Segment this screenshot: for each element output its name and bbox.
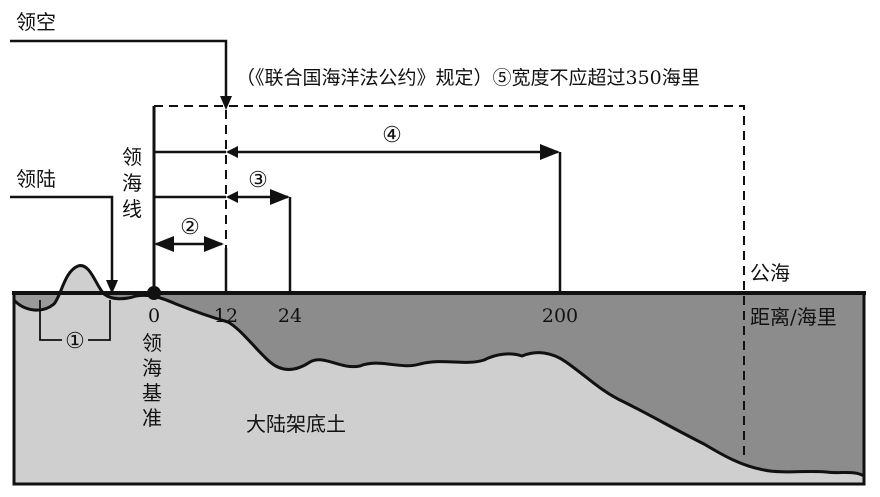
baseline-point (147, 286, 161, 300)
baseline-label-3: 基 (142, 381, 162, 405)
tick-0: 0 (148, 305, 160, 327)
shelf-subsoil-label: 大陆架底土 (246, 412, 346, 436)
zone-3-start-arrowhead (226, 191, 238, 203)
airspace-arrowhead (220, 96, 232, 110)
baseline-label-4: 准 (142, 406, 162, 430)
land-label: 领陆 (16, 167, 56, 191)
zone-2-label: ② (180, 215, 200, 240)
territorial-line-label-3: 线 (122, 197, 142, 221)
baseline-label-1: 领 (142, 331, 162, 355)
airspace-label: 领空 (16, 10, 56, 34)
tick-200: 200 (542, 305, 578, 327)
zone-3-label: ③ (248, 168, 268, 193)
territorial-line-label-2: 海 (122, 171, 142, 195)
land-pointer (10, 195, 114, 283)
tick-12: 12 (214, 305, 238, 327)
zone-1-bracket-right (88, 300, 111, 341)
outer-limit-dashed (154, 105, 745, 460)
zone-1-bracket (39, 300, 62, 341)
zone-4-label: ④ (382, 123, 402, 148)
zone-1-label: ① (65, 329, 85, 354)
convention-note: （《联合国海洋法公约》规定）⑤宽度不应超过350海里 (236, 67, 700, 89)
baseline-label-2: 海 (142, 356, 162, 380)
airspace-pointer (10, 39, 228, 100)
distance-unit-label: 距离/海里 (750, 305, 837, 329)
zone-4-start-arrowhead (226, 146, 238, 158)
high-seas-label: 公海 (750, 261, 790, 285)
territorial-line-label-1: 领 (122, 145, 142, 169)
tick-24: 24 (278, 305, 302, 327)
land-arrowhead (106, 280, 118, 294)
